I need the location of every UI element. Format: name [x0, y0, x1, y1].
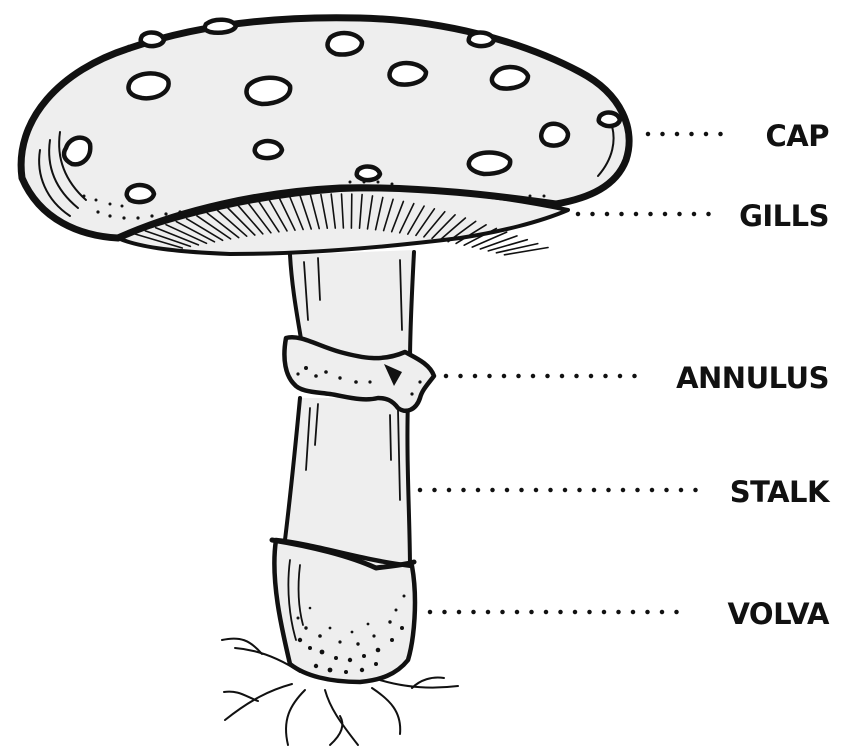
gill-line [488, 240, 527, 251]
gills-label: GILLS [739, 199, 829, 233]
stalk-label: STALK [730, 475, 831, 509]
volva [274, 540, 415, 682]
gill-line [504, 248, 548, 255]
gill-line [480, 236, 517, 249]
cap-label: CAP [766, 119, 830, 153]
volva-label: VOLVA [728, 597, 831, 631]
annulus-label: ANNULUS [676, 361, 829, 395]
gill-line [496, 244, 537, 253]
